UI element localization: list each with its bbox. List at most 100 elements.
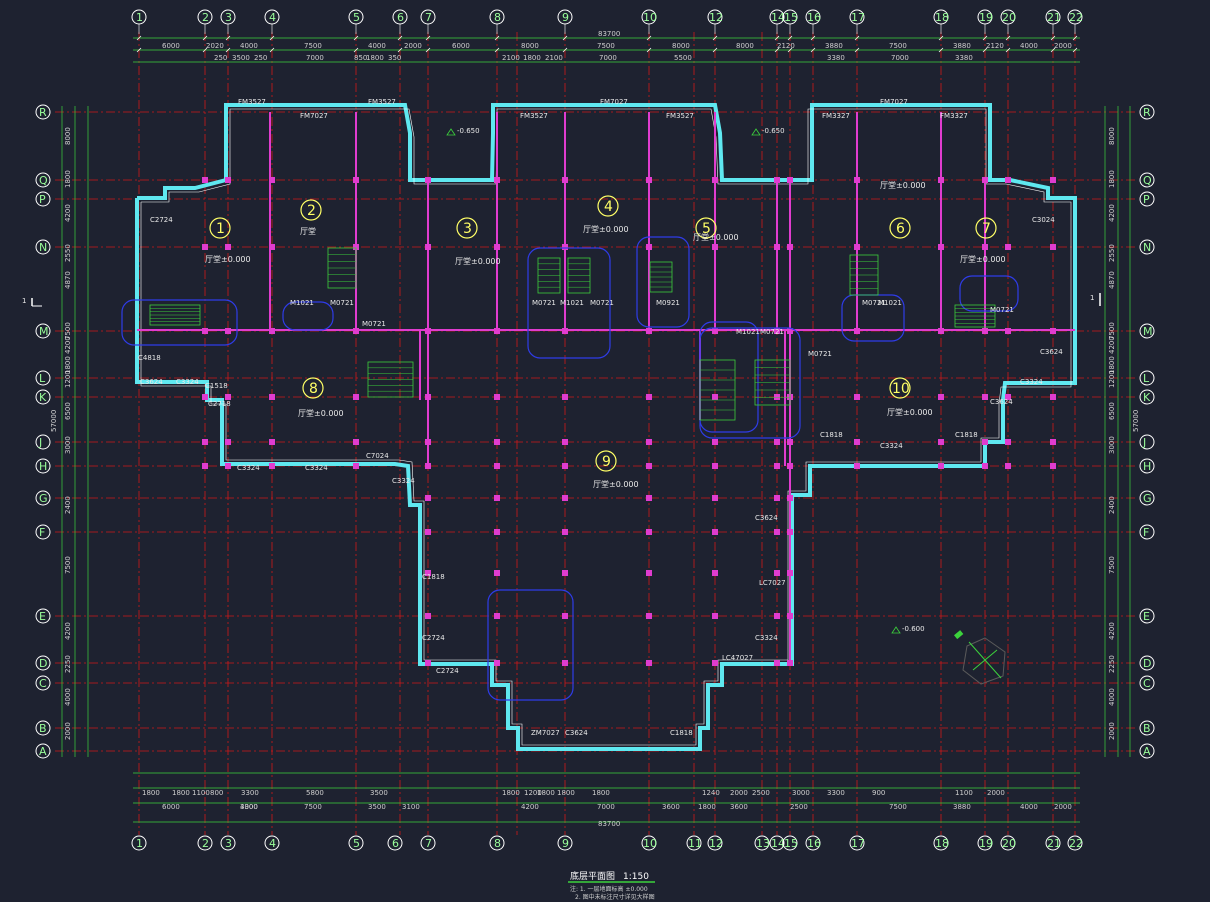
dimension-tick — [562, 47, 568, 53]
structural-column — [774, 529, 780, 535]
axis-bubble-right — [1139, 458, 1155, 474]
structural-column — [646, 439, 652, 445]
dimension-label-bottom-2: 1800 — [537, 789, 555, 797]
axis-bubble-left — [35, 458, 51, 474]
axis-label-top: 7 — [425, 11, 432, 24]
structural-column — [425, 529, 431, 535]
dimension-tick — [202, 35, 208, 41]
dimension-tick — [787, 47, 793, 53]
door-label: M0921 — [656, 299, 680, 307]
axis-label-top: 2 — [202, 11, 209, 24]
window-label: C3024 — [1032, 216, 1055, 224]
axis-bubble-bottom — [849, 835, 865, 851]
structural-column — [353, 439, 359, 445]
dimension-tick — [774, 47, 780, 53]
axis-label-top: 9 — [562, 11, 569, 24]
axis-label-top: 5 — [353, 11, 360, 24]
axis-label-top: 3 — [225, 11, 232, 24]
axis-label-right: G — [1143, 492, 1152, 505]
structural-column — [494, 570, 500, 576]
structural-column — [787, 529, 793, 535]
axis-label-right: H — [1143, 460, 1151, 473]
axis-label-bottom: 21 — [1047, 837, 1061, 850]
dimension-tick — [982, 35, 988, 41]
dimension-label-right: 2550 — [1108, 244, 1116, 262]
axis-bubble-left — [35, 675, 51, 691]
axis-label-left: C — [39, 677, 47, 690]
structural-column — [1005, 394, 1011, 400]
axis-bubble-left — [35, 191, 51, 207]
window-label: LC47027 — [722, 654, 753, 662]
axis-bubble-bottom — [420, 835, 436, 851]
dimension-tick — [1050, 47, 1056, 53]
room-name-label: 厅堂±0.000 — [887, 407, 933, 417]
dimension-label-bottom-2: 2000 — [987, 789, 1005, 797]
dimension-label-bottom-2: 800 — [210, 789, 223, 797]
structural-column — [938, 439, 944, 445]
structural-column — [1050, 177, 1056, 183]
structural-column — [787, 463, 793, 469]
dimension-label-top-2: 1800 — [523, 54, 541, 62]
structural-column — [646, 463, 652, 469]
dimension-label-bottom: 7000 — [597, 803, 615, 811]
door-label: M0721 — [990, 306, 1014, 314]
dimension-tick — [810, 47, 816, 53]
dimension-label-top: 7500 — [597, 42, 615, 50]
dimension-label-right: 2250 — [1108, 655, 1116, 673]
axis-bubble-left — [35, 524, 51, 540]
window-label: C1818 — [820, 431, 843, 439]
axis-label-bottom: 19 — [979, 837, 993, 850]
dimension-label-top: 2000 — [404, 42, 422, 50]
structural-column — [646, 495, 652, 501]
dimension-label-right: 6500 — [1108, 402, 1116, 420]
equipment-area — [282, 301, 334, 331]
structural-column — [712, 177, 718, 183]
structural-column — [646, 660, 652, 666]
structural-column — [1005, 328, 1011, 334]
structural-column — [225, 177, 231, 183]
room-number-circle — [302, 377, 324, 399]
axis-label-right: C — [1143, 677, 1151, 690]
dimension-label-bottom-2: 3300 — [827, 789, 845, 797]
dimension-label-bottom-2: 3500 — [370, 789, 388, 797]
structural-column — [425, 570, 431, 576]
axis-label-left: R — [39, 106, 47, 119]
structural-column — [562, 529, 568, 535]
section-marker-label-right: 1 — [1090, 294, 1094, 302]
structural-column — [494, 177, 500, 183]
dimension-tick — [1072, 47, 1078, 53]
dimension-label-left: 1800 — [64, 170, 72, 188]
dimension-label-left: 7500 — [64, 322, 72, 340]
dimension-label-left: 1800 — [64, 356, 72, 374]
structural-column — [494, 328, 500, 334]
axis-label-right: K — [1143, 391, 1151, 404]
structural-column — [646, 613, 652, 619]
dimension-label-top: 8000 — [672, 42, 690, 50]
structural-column — [982, 463, 988, 469]
dimension-tick — [712, 35, 718, 41]
structural-column — [774, 244, 780, 250]
axis-bubble-left — [35, 434, 51, 450]
axis-bubble-bottom — [686, 835, 702, 851]
dimension-label-bottom-2: 3300 — [241, 789, 259, 797]
axis-label-right: B — [1143, 722, 1151, 735]
dimension-tick — [1005, 35, 1011, 41]
total-dimension-right: 57000 — [1132, 410, 1140, 432]
structural-column — [1005, 463, 1011, 469]
axis-bubble-left — [35, 239, 51, 255]
structural-column — [774, 570, 780, 576]
axis-bubble-right — [1139, 389, 1155, 405]
structural-column — [425, 463, 431, 469]
dimension-label-bottom-2: 1800 — [557, 789, 575, 797]
axis-bubble-bottom — [264, 835, 280, 851]
dimension-label-bottom: 3500 — [368, 803, 386, 811]
structural-column — [1050, 463, 1056, 469]
dimension-tick — [269, 47, 275, 53]
room-number: 3 — [463, 221, 472, 237]
window-label: C2724 — [422, 634, 445, 642]
structural-column — [494, 495, 500, 501]
dimension-label-left: 4200 — [64, 204, 72, 222]
total-dimension-bottom: 83700 — [598, 820, 620, 828]
